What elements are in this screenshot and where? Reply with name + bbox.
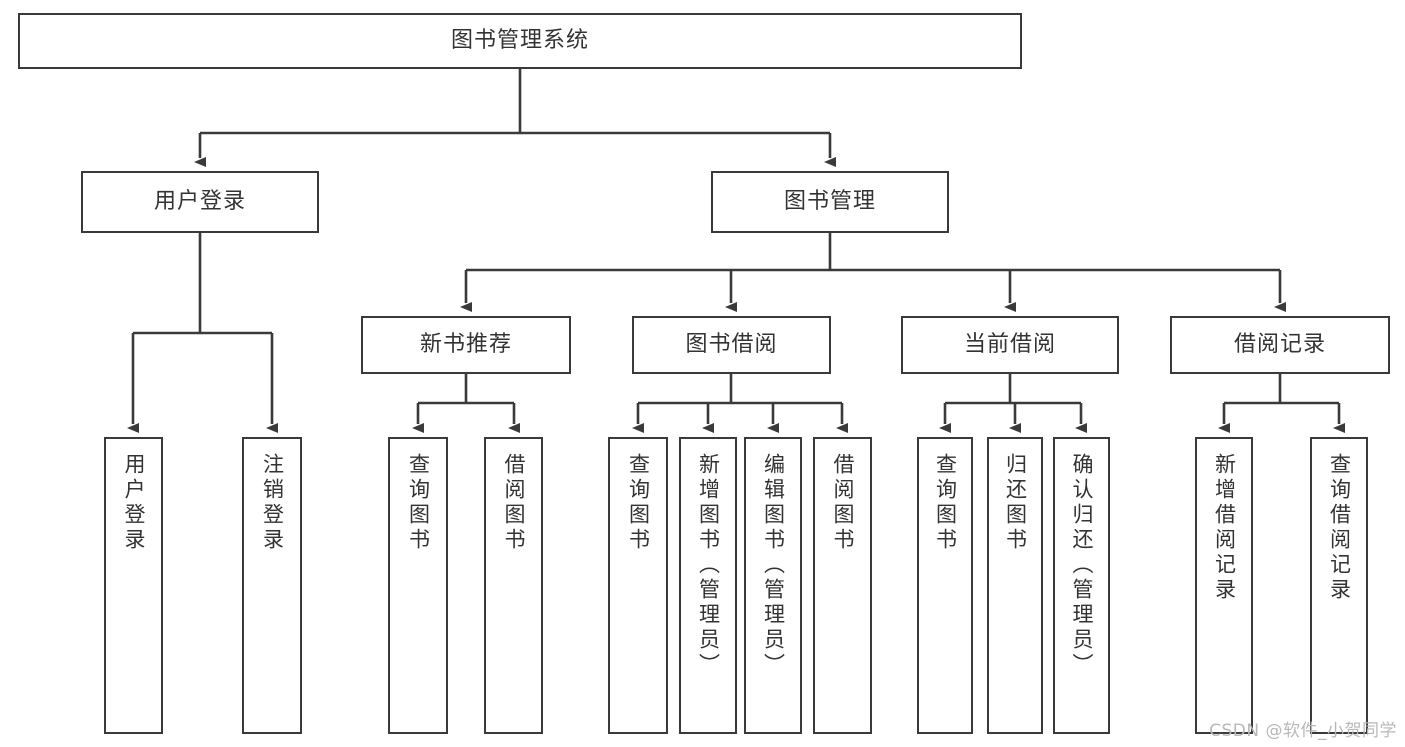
- node-label: 注销登录: [260, 453, 285, 553]
- node-level3-2[interactable]: 当前借阅: [901, 316, 1119, 374]
- node-label: 确认归还（管理员）: [1070, 453, 1094, 678]
- node-leaf-10[interactable]: 确认归还（管理员）: [1053, 437, 1110, 734]
- node-leaf-2[interactable]: 查询图书: [388, 437, 448, 734]
- node-leaf-4[interactable]: 查询图书: [608, 437, 668, 734]
- node-level2-1[interactable]: 图书管理: [711, 171, 949, 233]
- node-label: 编辑图书（管理员）: [761, 453, 786, 678]
- node-leaf-5[interactable]: 新增图书（管理员）: [679, 437, 737, 734]
- node-level3-0[interactable]: 新书推荐: [361, 316, 571, 374]
- node-label: 借阅图书: [831, 453, 855, 553]
- node-label: 图书管理: [783, 189, 876, 215]
- node-label: 借阅记录: [1233, 332, 1326, 358]
- node-label: 查询图书: [406, 453, 431, 553]
- watermark: CSDN @软件_小贺同学: [1209, 721, 1397, 741]
- node-level3-1[interactable]: 图书借阅: [632, 316, 831, 374]
- node-label: 查询图书: [626, 453, 651, 553]
- node-label: 新书推荐: [419, 332, 512, 358]
- node-leaf-3[interactable]: 借阅图书: [484, 437, 543, 734]
- node-level2-0[interactable]: 用户登录: [81, 171, 319, 233]
- node-label: 图书借阅: [685, 332, 778, 358]
- node-label: 查询借阅记录: [1327, 453, 1352, 603]
- node-label: 归还图书: [1003, 453, 1028, 553]
- node-label: 借阅图书: [502, 453, 526, 553]
- node-label: 用户登录: [122, 453, 146, 553]
- node-leaf-8[interactable]: 查询图书: [917, 437, 973, 734]
- node-root[interactable]: 图书管理系统: [18, 13, 1022, 69]
- node-leaf-0[interactable]: 用户登录: [104, 437, 163, 734]
- node-label: 新增图书（管理员）: [696, 453, 721, 678]
- node-label: 用户登录: [153, 189, 246, 215]
- node-leaf-11[interactable]: 新增借阅记录: [1195, 437, 1253, 734]
- node-leaf-12[interactable]: 查询借阅记录: [1310, 437, 1368, 734]
- node-label: 新增借阅记录: [1212, 453, 1237, 603]
- node-leaf-9[interactable]: 归还图书: [987, 437, 1043, 734]
- node-level3-3[interactable]: 借阅记录: [1170, 316, 1390, 374]
- node-label: 图书管理系统: [450, 28, 589, 54]
- node-leaf-7[interactable]: 借阅图书: [813, 437, 872, 734]
- node-leaf-1[interactable]: 注销登录: [242, 437, 302, 734]
- node-label: 查询图书: [933, 453, 958, 553]
- node-leaf-6[interactable]: 编辑图书（管理员）: [744, 437, 802, 734]
- node-label: 当前借阅: [963, 332, 1056, 358]
